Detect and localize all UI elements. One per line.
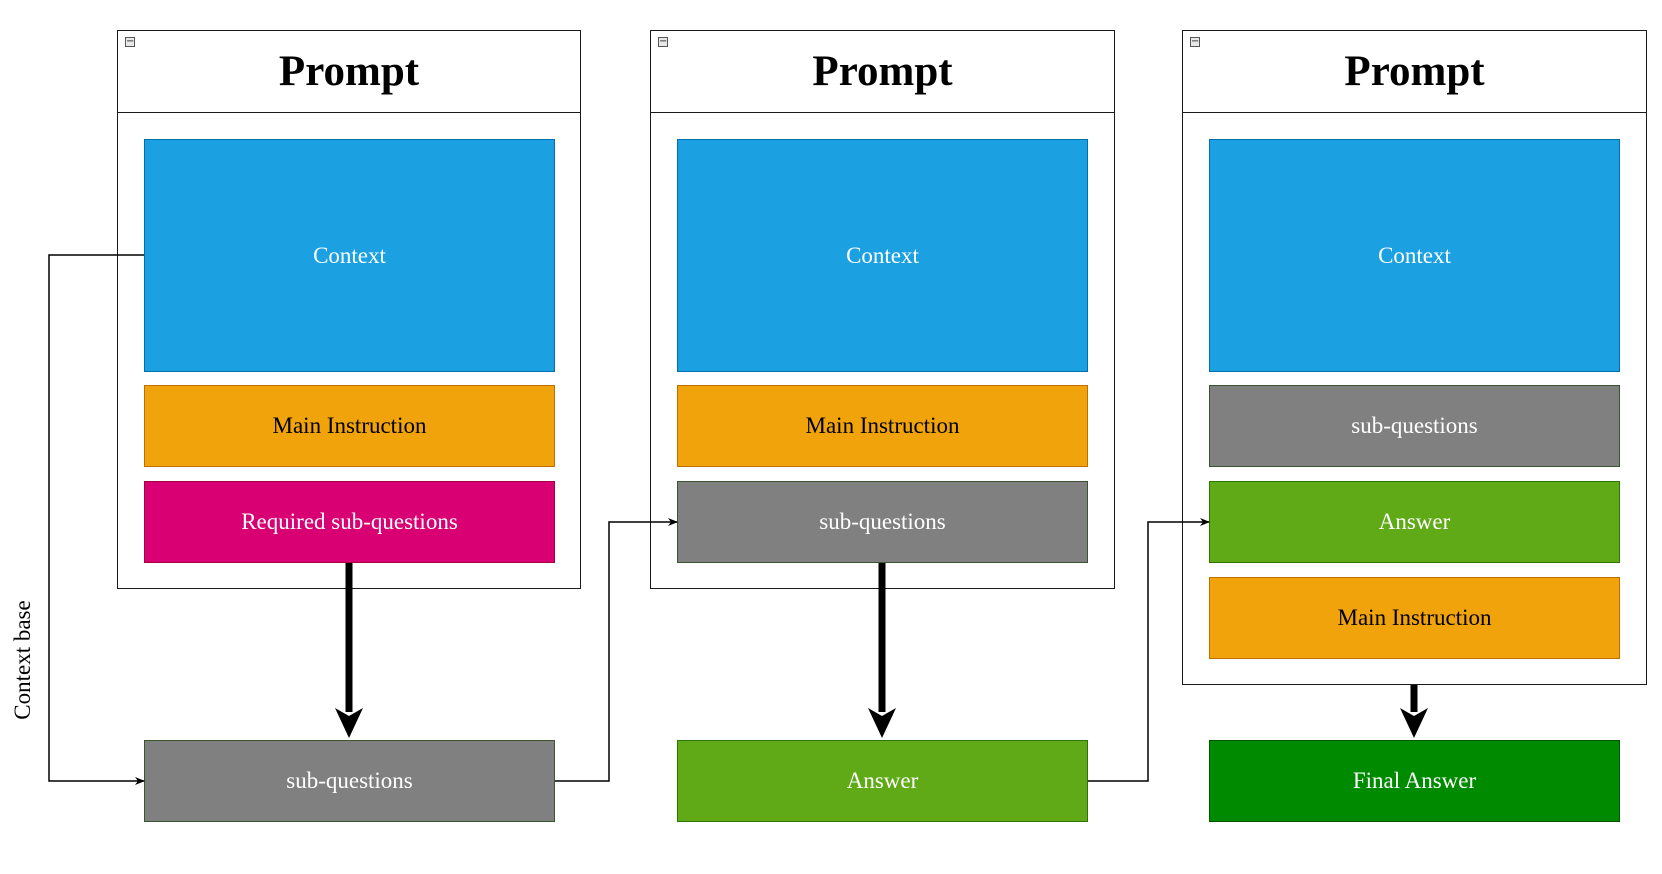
sub-questions-to-stage-2-connector — [555, 518, 678, 782]
prompt-header: Prompt — [651, 31, 1114, 113]
final-answer-output-block: Final Answer — [1209, 740, 1620, 822]
context-block: Context — [144, 139, 555, 372]
answer-block: Answer — [1209, 481, 1620, 563]
context-base-connector — [48, 254, 145, 785]
answer-to-stage-3-connector — [1088, 518, 1210, 782]
thick-arrowhead-stage-1 — [335, 708, 363, 738]
context-block: Context — [677, 139, 1088, 372]
sub-questions-block: sub-questions — [677, 481, 1088, 563]
thick-arrowhead-stage-2 — [868, 708, 896, 738]
collapse-icon[interactable]: − — [1190, 37, 1200, 47]
thick-arrowhead-stage-3 — [1400, 708, 1428, 738]
sub-questions-output-block: sub-questions — [144, 740, 555, 822]
prompt-header: Prompt — [118, 31, 580, 113]
main-instruction-block: Main Instruction — [1209, 577, 1620, 659]
prompt-header: Prompt — [1183, 31, 1646, 113]
answer-output-block: Answer — [677, 740, 1088, 822]
sub-questions-block: sub-questions — [1209, 385, 1620, 467]
context-block: Context — [1209, 139, 1620, 372]
main-instruction-block: Main Instruction — [677, 385, 1088, 467]
main-instruction-block: Main Instruction — [144, 385, 555, 467]
required-sub-questions-block: Required sub-questions — [144, 481, 555, 563]
context-base-label: Context base — [10, 600, 35, 720]
collapse-icon[interactable]: − — [658, 37, 668, 47]
collapse-icon[interactable]: − — [125, 37, 135, 47]
